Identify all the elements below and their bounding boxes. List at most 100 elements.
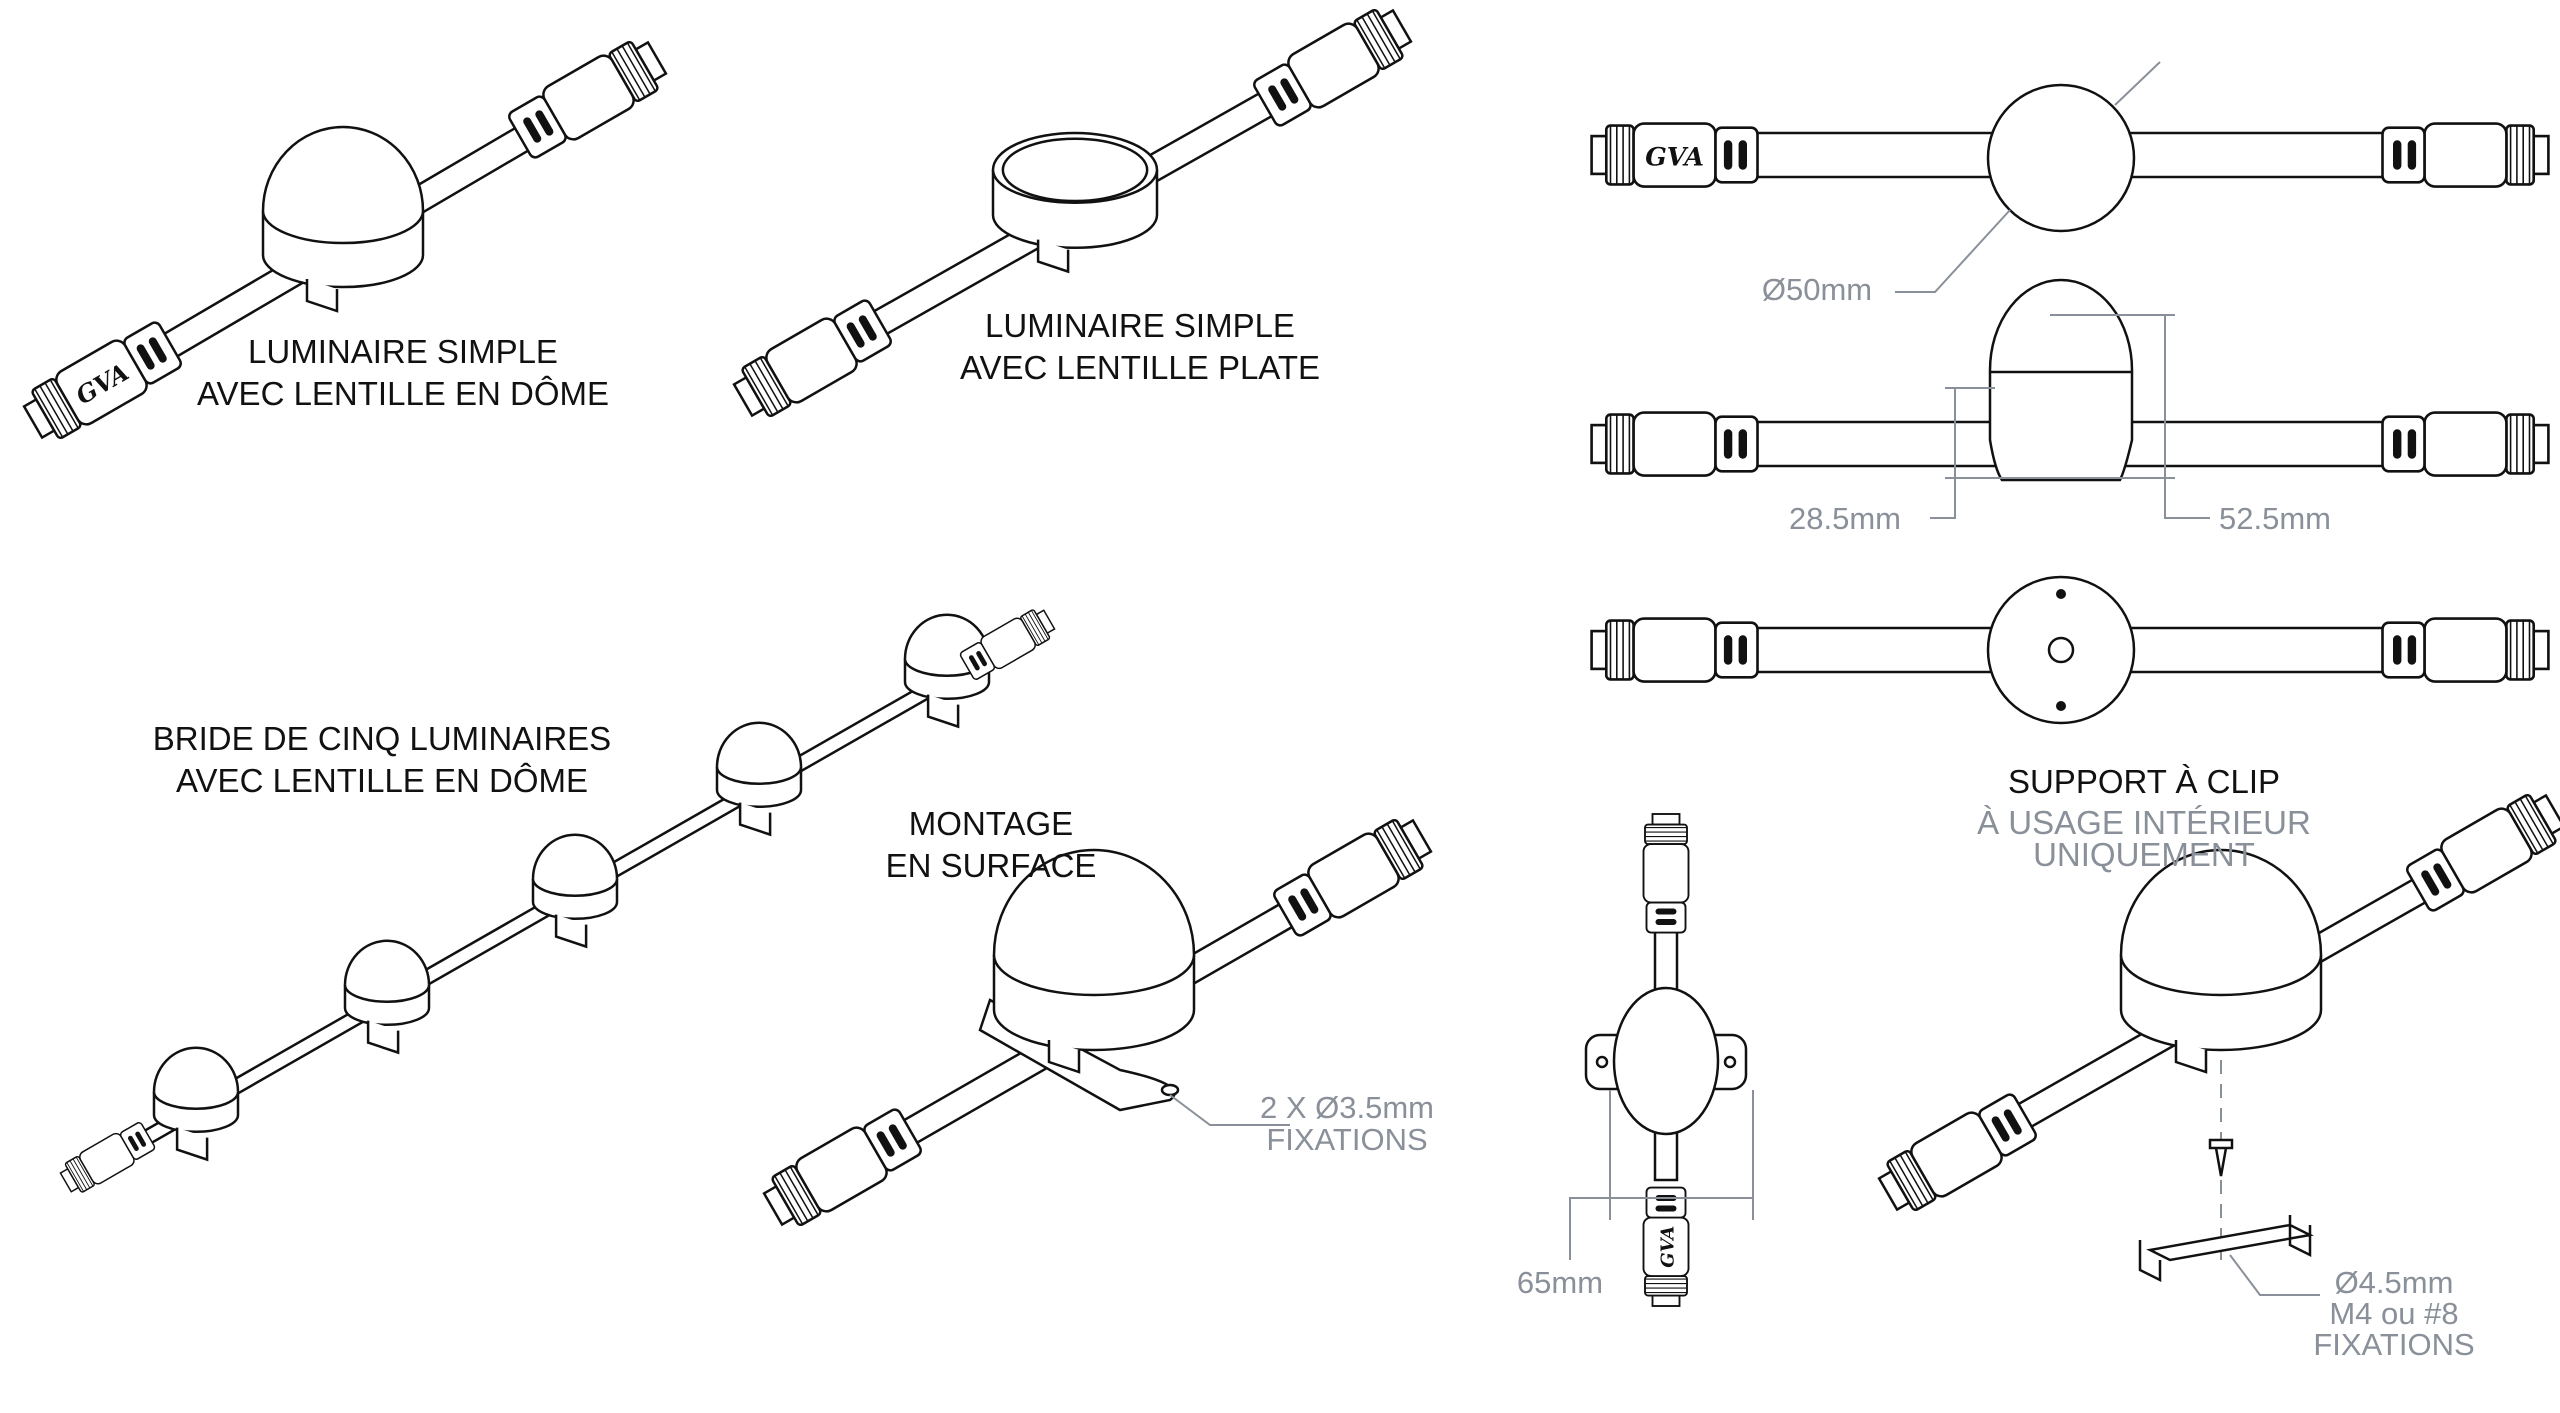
connector-icon: GVA [1642, 1186, 1690, 1307]
cable-gland [2174, 1040, 2208, 1074]
lens-edge [531, 878, 619, 897]
label-surface-fix-1: 2 X Ø3.5mm [1260, 1090, 1434, 1125]
dim-total-height: 52.5mm [2219, 501, 2331, 536]
connector-slot [1738, 140, 1747, 170]
connector-icon [2381, 617, 2550, 683]
connector-slot [1723, 429, 1733, 459]
connector-grip [1031, 610, 1049, 640]
connector-icon [1590, 617, 1759, 683]
dim-line-total [2164, 315, 2210, 519]
connector-pins [1651, 1294, 1681, 1307]
connector-grip [39, 385, 69, 435]
connector-body [2423, 122, 2508, 188]
connector-icon [1253, 8, 1413, 127]
connector-grip [72, 1158, 91, 1189]
luminaire-top-view [1986, 83, 2136, 233]
lens-edge [152, 1091, 240, 1110]
label-surface-fix-2: FIXATIONS [1266, 1122, 1427, 1157]
connector-grip [1894, 1157, 1924, 1207]
connector-icon [508, 40, 668, 159]
connector-icon [762, 1108, 922, 1227]
connector-grip [1361, 16, 1391, 66]
connector-grip [754, 360, 784, 410]
connector-body [2423, 617, 2508, 683]
connector-grip [1391, 820, 1421, 870]
connector-grip [2524, 795, 2554, 845]
flat-lens-luminaire [991, 131, 1159, 274]
connector-strain-relief [1645, 1186, 1687, 1219]
connector-slot [127, 1135, 139, 1151]
dim-tab-width: 65mm [1517, 1265, 1603, 1300]
luminaire-body [531, 833, 619, 921]
connector-grip [1366, 13, 1396, 63]
drawings: GVA GVA GVA [22, 8, 2560, 1307]
leader-line [2229, 1254, 2320, 1296]
connector-slot [2421, 870, 2440, 896]
connector-icon: GVA [22, 321, 182, 440]
connector-grip [1904, 1151, 1934, 1201]
connector-pins [2532, 629, 2550, 671]
connector-grip [789, 1166, 819, 1216]
luminaire-body [715, 721, 803, 809]
connector-pins [2532, 423, 2550, 465]
label-surface-1: MONTAGE [909, 805, 1073, 842]
connector-strain-relief [2381, 126, 2426, 184]
connector-slot [846, 322, 865, 348]
cable-gland [305, 279, 339, 313]
connector-strain-relief [123, 321, 182, 385]
dome-luminaire [992, 848, 1196, 1074]
connector-icon: GVA [1590, 122, 1759, 188]
label-clip-fix-3: FIXATIONS [2313, 1327, 2474, 1362]
label-clip-note-1: À USAGE INTÉRIEUR [1977, 804, 2311, 841]
label-clip: SUPPORT À CLIP [2008, 763, 2280, 800]
fixing-hole [1595, 1055, 1609, 1069]
cable-gland [554, 914, 588, 949]
luminaire-body [152, 1046, 240, 1134]
connector-slot [148, 337, 167, 363]
label-five-chain-1: BRIDE DE CINQ LUMINAIRES [153, 720, 611, 757]
connector-strain-relief [2381, 621, 2426, 679]
leader-line [2114, 61, 2161, 106]
cable-gland [366, 1020, 400, 1055]
connector-body [1642, 843, 1690, 904]
connector-grip [1024, 613, 1043, 644]
connector-strain-relief [1714, 415, 1759, 473]
luminaire-front-view [1612, 986, 1720, 1136]
connector-icon [1273, 818, 1433, 937]
connector-strain-relief [1273, 873, 1332, 937]
connector-icon [2406, 793, 2560, 912]
connector-pins [1590, 629, 1608, 671]
gva-logo: GVA [1645, 142, 1704, 172]
fixing-dot [2056, 589, 2066, 599]
luminaire-body [992, 848, 1196, 1052]
connector-slot [535, 110, 554, 136]
connector-grip [611, 51, 641, 101]
cable-gland [1047, 1040, 1081, 1074]
connector-body [1632, 411, 1717, 477]
connector-grip [2519, 798, 2549, 848]
dome-luminaire [2119, 848, 2323, 1074]
lens-edge [343, 984, 431, 1003]
connector-grip [1371, 10, 1401, 60]
connector-strain-relief [2406, 848, 2465, 912]
center-hole [2047, 636, 2075, 664]
connector-grip [759, 357, 789, 407]
connector-grip [1027, 612, 1046, 642]
connector-slot [888, 1124, 907, 1150]
connector-grip [69, 1160, 88, 1190]
label-single-flat-1: LUMINAIRE SIMPLE [985, 307, 1295, 344]
connector-grip [34, 388, 64, 438]
connector-strain-relief [1978, 1093, 2037, 1157]
connector-icon [1642, 813, 1690, 934]
connector-slot [1723, 140, 1733, 170]
connector-grip [779, 1172, 809, 1222]
connector-icon [2381, 411, 2550, 477]
connector-grip [621, 45, 651, 95]
luminaire-body [261, 125, 425, 289]
leader-line [1895, 209, 2011, 293]
connector-pins [1651, 813, 1681, 826]
label-single-flat-2: AVEC LENTILLE PLATE [960, 349, 1320, 386]
connector-icon [59, 1122, 156, 1193]
connector-slot [2003, 1109, 2022, 1135]
connector-slot [1268, 85, 1287, 111]
